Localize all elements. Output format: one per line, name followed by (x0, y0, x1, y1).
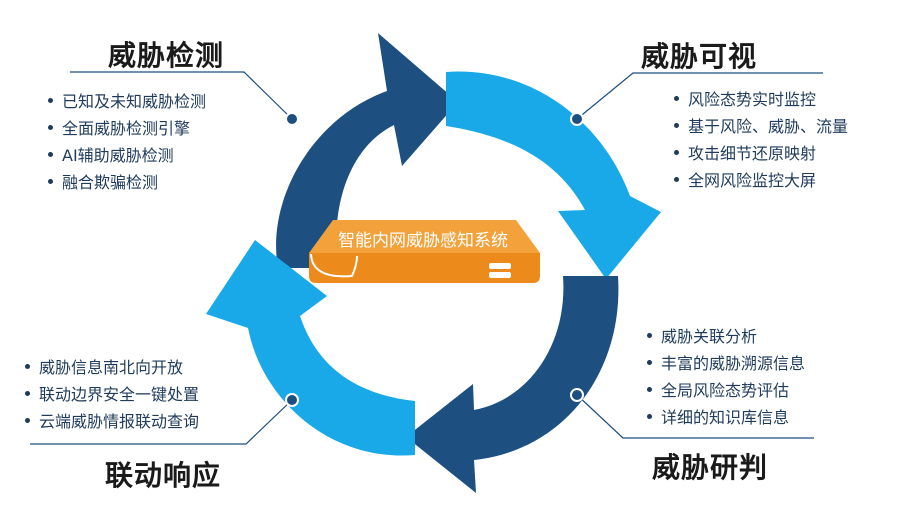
bullet-icon (48, 98, 53, 103)
arrow-threat-detection (276, 33, 458, 268)
research-list: 威胁关联分析 丰富的威胁溯源信息 全局风险态势评估 详细的知识库信息 (647, 323, 805, 431)
bullet-icon (647, 414, 652, 419)
leader-visible (576, 72, 823, 120)
list-item: AI辅助威胁检测 (48, 142, 206, 169)
list-item: 详细的知识库信息 (647, 404, 805, 431)
appliance-top (309, 220, 540, 253)
list-item: 威胁信息南北向开放 (25, 354, 199, 381)
appliance-led-2 (489, 272, 511, 278)
list-item: 全面威胁检测引擎 (48, 115, 206, 142)
visible-list: 风险态势实时监控 基于风险、威胁、流量 攻击细节还原映射 全网风险监控大屏 (674, 86, 848, 194)
bullet-icon (48, 152, 53, 157)
bullet-icon (647, 360, 652, 365)
detect-list: 已知及未知威胁检测 全面威胁检测引擎 AI辅助威胁检测 融合欺骗检测 (48, 88, 206, 196)
response-list: 威胁信息南北向开放 联动边界安全一键处置 云端威胁情报联动查询 (25, 354, 199, 435)
list-item: 威胁关联分析 (647, 323, 805, 350)
bullet-icon (647, 387, 652, 392)
leader-detect (70, 71, 293, 120)
bullet-icon (48, 179, 53, 184)
section-title-visible: 威胁可视 (641, 40, 758, 73)
leader-research (576, 394, 814, 439)
appliance-led-1 (489, 263, 511, 269)
arrow-threat-research (406, 276, 619, 493)
appliance-body (309, 253, 540, 283)
bullet-icon (25, 391, 30, 396)
security-appliance-icon (309, 220, 540, 283)
bullet-icon (674, 96, 679, 101)
section-title-detect: 威胁检测 (108, 39, 225, 72)
list-item: 全网风险监控大屏 (674, 167, 848, 194)
appliance-arc (310, 253, 358, 278)
bullet-icon (674, 177, 679, 182)
list-item: 丰富的威胁溯源信息 (647, 350, 805, 377)
list-item: 基于风险、威胁、流量 (674, 113, 848, 140)
leader-dot-visible (570, 112, 584, 126)
leader-dot-research (570, 388, 584, 402)
leader-response (30, 399, 293, 445)
leader-dot-detect (285, 112, 299, 126)
list-item: 云端威胁情报联动查询 (25, 408, 199, 435)
list-item: 融合欺骗检测 (48, 169, 206, 196)
list-item: 已知及未知威胁检测 (48, 88, 206, 115)
bullet-icon (48, 125, 53, 130)
arrow-linkage-response (206, 240, 415, 456)
bullet-icon (25, 364, 30, 369)
center-system-label: 智能内网威胁感知系统 (338, 231, 508, 251)
leader-dot-response (285, 393, 299, 407)
list-item: 风险态势实时监控 (674, 86, 848, 113)
section-title-research: 威胁研判 (652, 451, 769, 484)
list-item: 攻击细节还原映射 (674, 140, 848, 167)
bullet-icon (674, 150, 679, 155)
bullet-icon (674, 123, 679, 128)
section-title-response: 联动响应 (105, 459, 222, 492)
bullet-icon (25, 418, 30, 423)
list-item: 联动边界安全一键处置 (25, 381, 199, 408)
arrow-threat-visibility (446, 71, 661, 279)
list-item: 全局风险态势评估 (647, 377, 805, 404)
bullet-icon (647, 333, 652, 338)
